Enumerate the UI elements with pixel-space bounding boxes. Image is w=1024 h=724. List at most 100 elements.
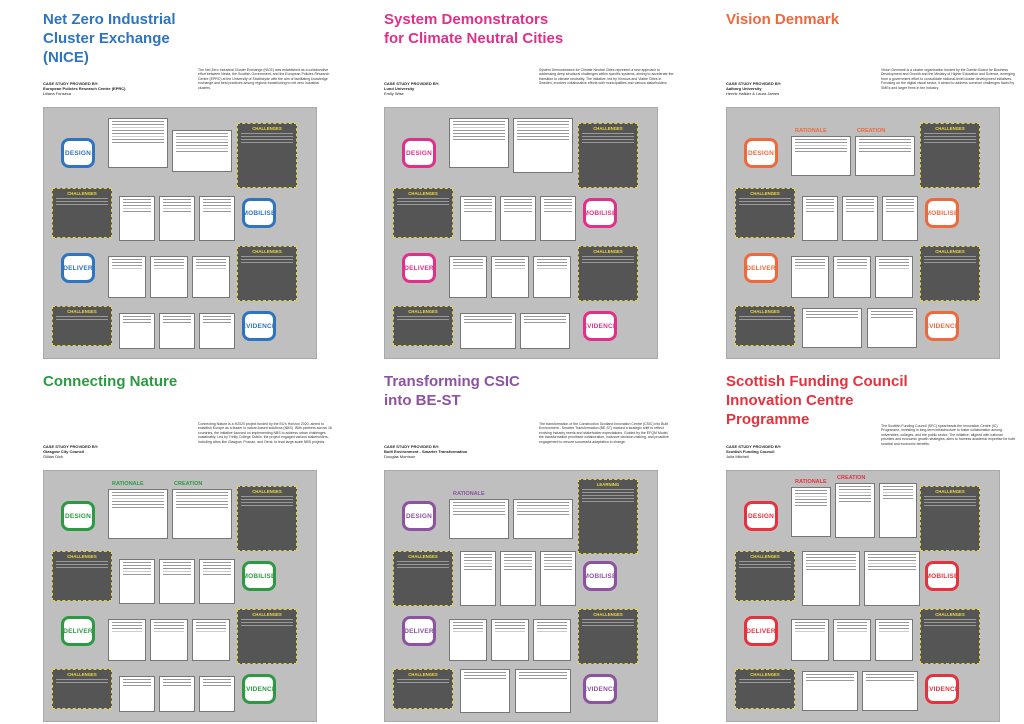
challenges-box: CHALLENGES <box>237 486 297 551</box>
text-box <box>449 256 487 298</box>
challenges-box: CHALLENGES <box>237 246 297 301</box>
evidence-stage: EVIDENCE <box>925 311 959 341</box>
design-stage: DESIGN <box>402 501 436 531</box>
rationale-heading: RATIONALE <box>453 491 485 497</box>
text-box <box>460 669 510 713</box>
creation-heading: CREATION <box>837 475 866 481</box>
creation-heading: CREATION <box>857 128 886 134</box>
text-box <box>835 483 875 538</box>
case-provider: CASE STUDY PROVIDED BY:Built Environment… <box>384 444 468 459</box>
text-box <box>108 489 168 539</box>
deliver-stage: DELIVER <box>744 253 778 283</box>
design-stage: DESIGN <box>61 501 95 531</box>
evidence-stage: EVIDENCE <box>925 674 959 704</box>
challenges-box: CHALLENGES <box>237 123 297 188</box>
text-box <box>791 136 851 176</box>
text-box <box>862 671 918 711</box>
intro-text: Connecting Nature is a H2020 project fun… <box>198 422 332 444</box>
deliver-stage: DELIVER <box>744 616 778 646</box>
process-diagram: DESIGN MOBILISE DELIVER EVIDENCE RATIONA… <box>726 107 1000 359</box>
intro-text: Vision Denmark is a cluster organisation… <box>881 68 1015 90</box>
challenges-box: CHALLENGES <box>52 669 112 709</box>
text-box <box>533 256 571 298</box>
text-box <box>833 256 871 298</box>
panel-title: Scottish Funding Council Innovation Cent… <box>726 373 908 428</box>
rationale-heading: RATIONALE <box>112 481 144 487</box>
text-box <box>159 313 195 349</box>
challenges-box: CHALLENGES <box>920 486 980 551</box>
text-box <box>159 676 195 712</box>
text-box <box>172 130 232 172</box>
text-box <box>460 196 496 241</box>
text-box <box>172 489 232 539</box>
process-diagram: DESIGN MOBILISE DELIVER EVIDENCE RATIONA… <box>43 470 317 722</box>
text-box <box>491 619 529 661</box>
challenges-box: CHALLENGES <box>578 609 638 664</box>
process-diagram: DESIGN MOBILISE DELIVER EVIDENCE RATIONA… <box>384 470 658 722</box>
panel-title: Vision Denmark <box>726 11 840 28</box>
text-box <box>875 256 913 298</box>
mobilise-stage: MOBILISE <box>583 198 617 228</box>
challenges-box: CHALLENGES <box>920 123 980 188</box>
intro-text: System Demonstrators for Climate Neutral… <box>539 68 674 86</box>
text-box <box>150 619 188 661</box>
challenges-box: CHALLENGES <box>52 188 112 238</box>
text-box <box>449 499 509 539</box>
design-stage: DESIGN <box>744 138 778 168</box>
evidence-stage: EVIDENCE <box>583 674 617 704</box>
process-diagram: DESIGN MOBILISE DELIVER EVIDENCE CHALLEN… <box>384 107 658 359</box>
case-provider: CASE STUDY PROVIDED BY:Aalborg Universit… <box>726 81 782 96</box>
intro-text: The transformation of the Construction S… <box>539 422 669 444</box>
text-box <box>879 483 917 538</box>
text-box <box>491 256 529 298</box>
text-box <box>500 196 536 241</box>
challenges-box: CHALLENGES <box>578 246 638 301</box>
text-box <box>802 551 860 606</box>
challenges-box: CHALLENGES <box>237 609 297 664</box>
challenges-box: CHALLENGES <box>920 609 980 664</box>
text-box <box>150 256 188 298</box>
challenges-box: CHALLENGES <box>920 246 980 301</box>
text-box <box>791 487 831 537</box>
text-box <box>192 256 230 298</box>
text-box <box>108 619 146 661</box>
intro-text: The Net Zero Industrial Cluster Exchange… <box>198 68 330 90</box>
text-box <box>449 619 487 661</box>
mobilise-stage: MOBILISE <box>242 561 276 591</box>
text-box <box>513 499 573 539</box>
challenges-box: CHALLENGES <box>393 551 453 606</box>
text-box <box>864 551 920 606</box>
text-box <box>540 196 576 241</box>
text-box <box>199 676 235 712</box>
case-provider: CASE STUDY PROVIDED BY:Glasgow City Coun… <box>43 444 99 459</box>
text-box <box>855 136 915 176</box>
design-stage: DESIGN <box>61 138 95 168</box>
mobilise-stage: MOBILISE <box>925 561 959 591</box>
challenges-box: CHALLENGES <box>735 669 795 709</box>
text-box <box>867 308 917 348</box>
learning-box: LEARNING <box>578 479 638 554</box>
design-stage: DESIGN <box>402 138 436 168</box>
text-box <box>199 196 235 241</box>
text-box <box>159 196 195 241</box>
text-box <box>875 619 913 661</box>
text-box <box>791 619 829 661</box>
text-box <box>119 559 155 604</box>
text-box <box>199 559 235 604</box>
case-provider: CASE STUDY PROVIDED BY:European Policies… <box>43 81 126 96</box>
evidence-stage: EVIDENCE <box>242 311 276 341</box>
case-provider: CASE STUDY PROVIDED BY:Scottish Funding … <box>726 444 782 459</box>
challenges-box: CHALLENGES <box>735 188 795 238</box>
text-box <box>882 196 918 241</box>
text-box <box>119 196 155 241</box>
challenges-box: CHALLENGES <box>52 551 112 601</box>
text-box <box>460 313 516 349</box>
evidence-stage: EVIDENCE <box>242 674 276 704</box>
design-stage: DESIGN <box>744 501 778 531</box>
panel-title: System Demonstrators for Climate Neutral… <box>384 11 564 47</box>
intro-text: The Scottish Funding Council (SFC) spear… <box>881 424 1016 446</box>
text-box <box>119 676 155 712</box>
challenges-box: CHALLENGES <box>578 123 638 188</box>
text-box <box>199 313 235 349</box>
